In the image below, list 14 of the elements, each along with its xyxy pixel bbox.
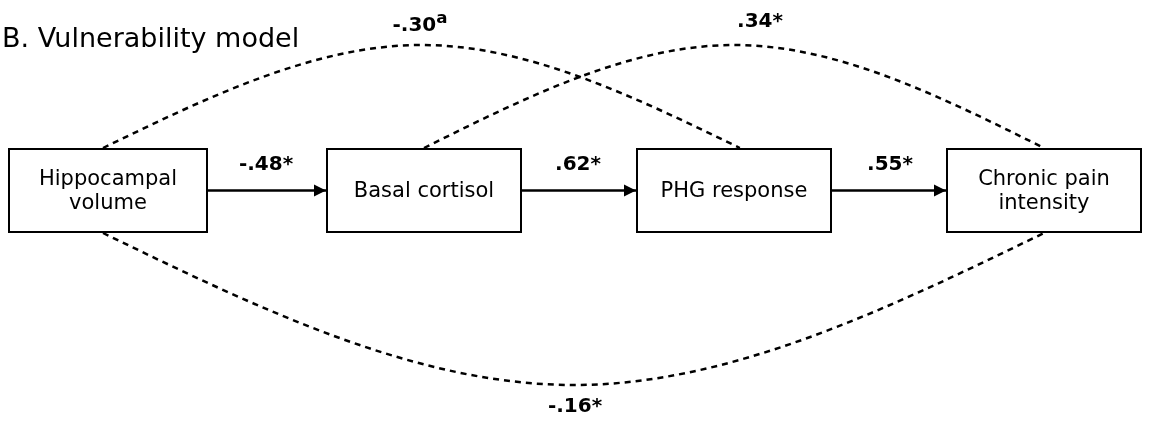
- variable-box: [326, 148, 522, 233]
- dashed-curve-connector: [102, 43, 741, 150]
- variable-box: [8, 148, 208, 233]
- box-label: PHG response: [660, 178, 808, 203]
- box-label: Basal cortisol: [353, 178, 495, 203]
- box-label: Chronic pain intensity: [977, 167, 1111, 214]
- box-label: Hippocampal volume: [37, 167, 178, 214]
- variable-box: [636, 148, 832, 233]
- diagram-title: B. Vulnerability model: [2, 22, 300, 53]
- variable-box: [946, 148, 1142, 233]
- arrow: [522, 184, 636, 197]
- dashed-curve-connector: [102, 231, 1045, 387]
- arrow: [832, 184, 946, 197]
- arrow: [208, 184, 326, 197]
